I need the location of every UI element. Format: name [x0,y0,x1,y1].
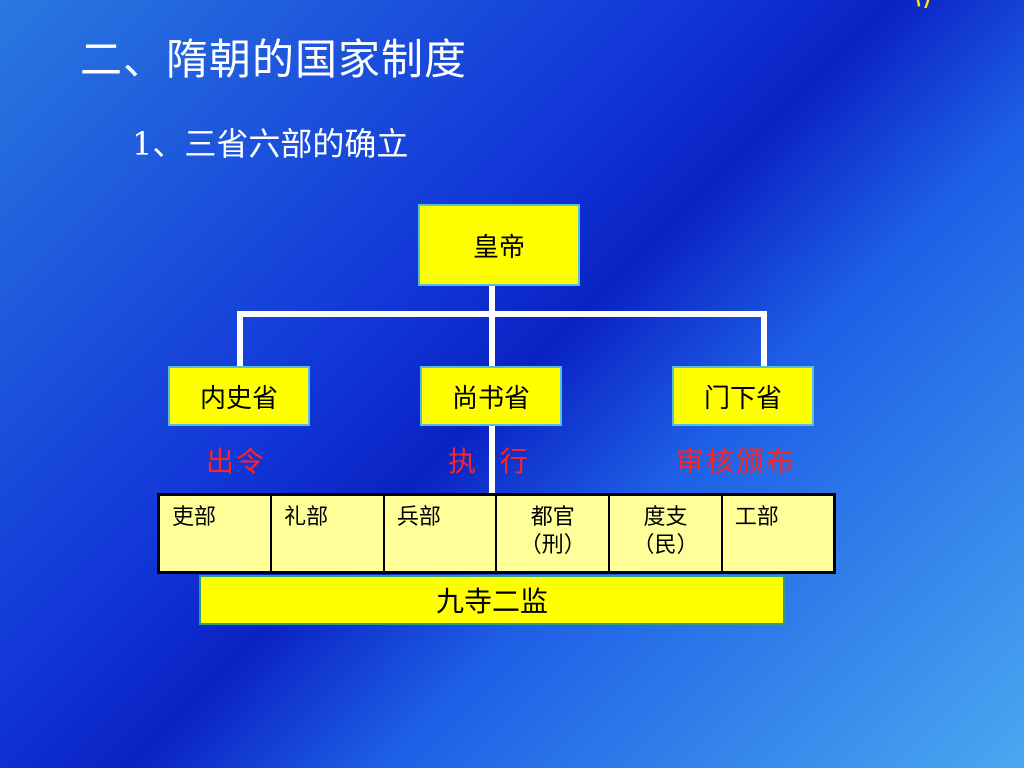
role-label-review-promulgate: 审核颁布 [676,445,797,478]
connector-center-to-ministries [489,426,495,493]
ministries-row: 吏部 礼部 兵部 都官 （刑） 度支 （民） 工部 [157,493,836,574]
ministry-cell-rites: 礼部 [270,493,385,574]
six-ministries-table: 吏部 礼部 兵部 都官 （刑） 度支 （民） 工部 [157,493,836,574]
ministry-name: 礼部 [284,505,329,530]
ministry-cell-personnel: 吏部 [157,493,273,574]
ministry-name: 度支 [643,505,688,530]
slide-title: 二、隋朝的国家制度 [80,35,468,84]
ministry-cell-war: 兵部 [382,493,498,574]
ministry-name: 吏部 [172,505,217,530]
connector-horizontal-bar [237,311,767,317]
ministry-name: 兵部 [396,505,441,530]
role-label-execute: 执 行 [448,445,530,478]
connector-center-down [489,311,495,366]
ministry-note: （民） [632,533,699,558]
department-shangshu-box: 尚书省 [420,366,562,426]
ministry-name: 工部 [734,505,779,530]
ministry-cell-justice: 都官 （刑） [495,493,611,574]
emperor-box: 皇帝 [418,204,580,286]
corner-fragment-text: 立 [908,0,948,8]
department-menxia-box: 门下省 [672,366,814,426]
ministry-cell-revenue: 度支 （民） [608,493,723,574]
ministry-cell-works: 工部 [720,493,836,574]
ministry-note: （刑） [519,533,586,558]
department-neishi-box: 内史省 [168,366,310,426]
section-subtitle: 1、三省六部的确立 [132,125,409,163]
nine-temples-two-directorates-box: 九寺二监 [199,575,785,625]
connector-emperor-down [489,286,495,316]
ministry-name: 都官 [530,505,575,530]
connector-right-down [761,311,767,366]
role-label-issue-orders: 出令 [206,445,267,478]
connector-left-down [237,311,243,366]
